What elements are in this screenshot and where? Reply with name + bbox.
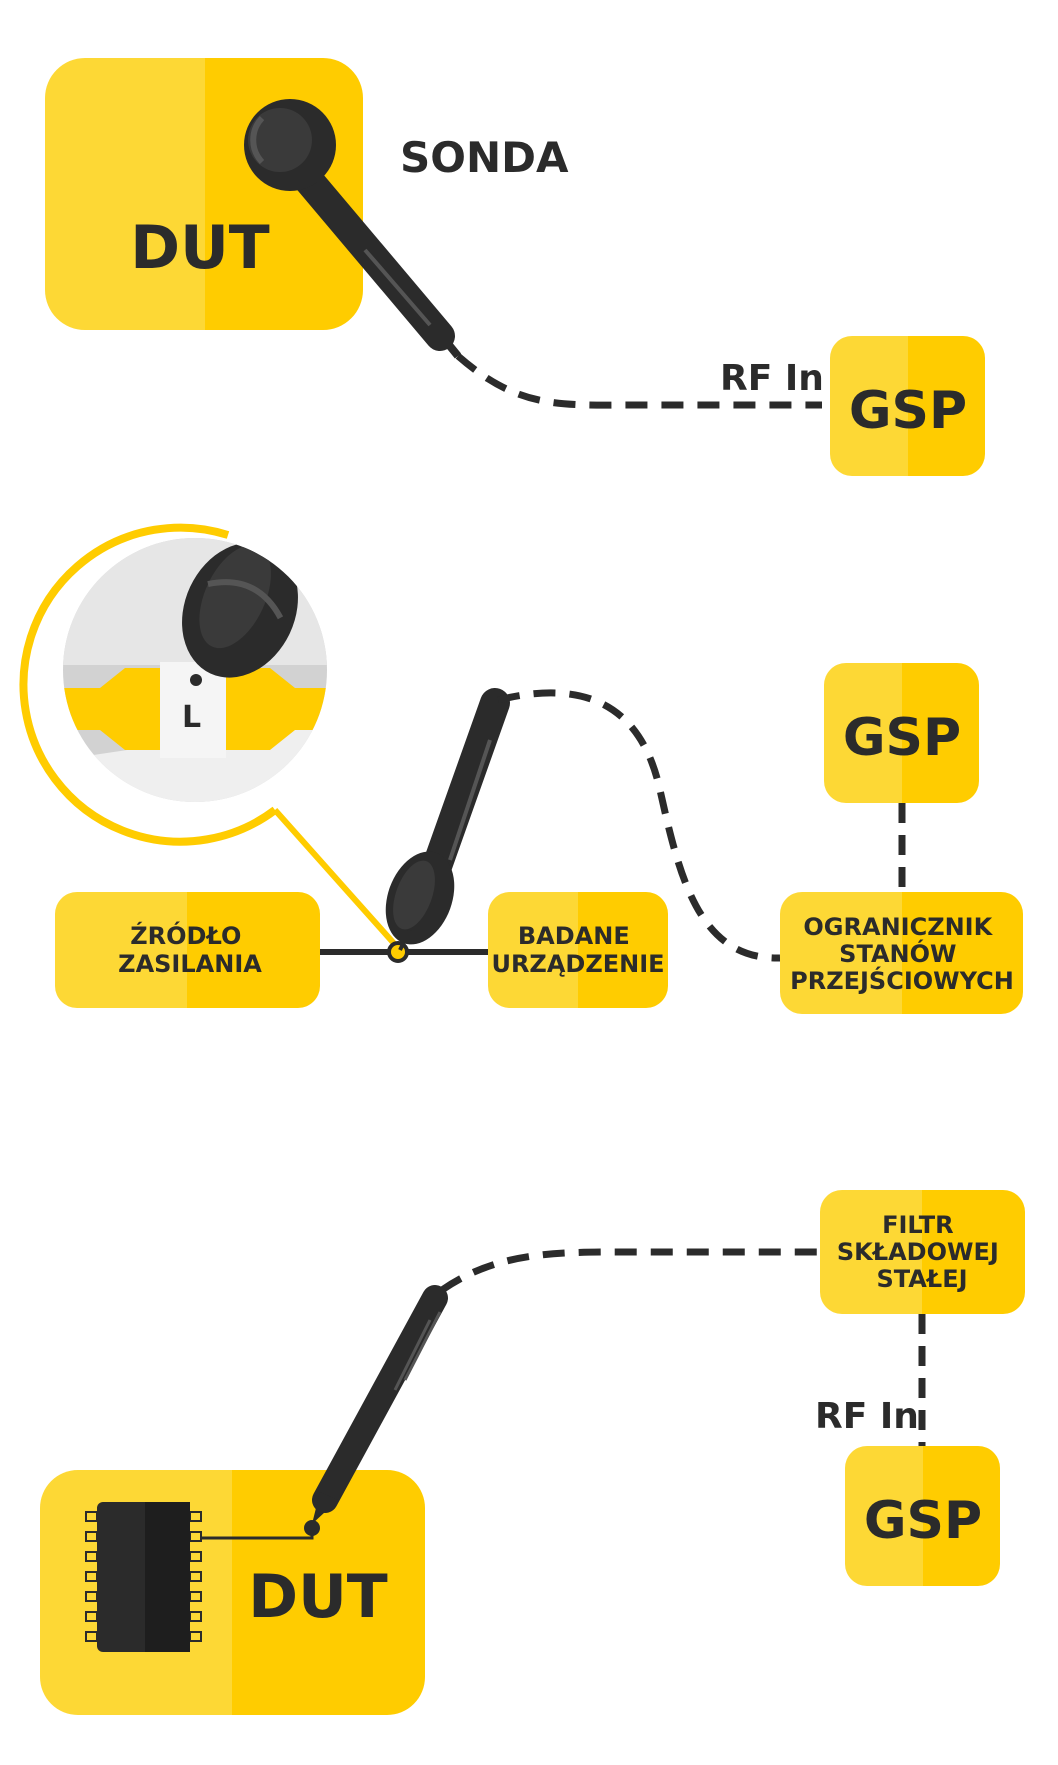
near-field-probe-1 [244,99,462,359]
gsp-label-3: GSP [864,1491,982,1551]
gsp-box-2: GSP [824,663,979,803]
magnifier-inset: L [19,523,401,950]
rf-in-label-1: RF In [720,358,824,399]
power-source-label: ŹRÓDŁO ZASILANIA [118,920,262,978]
ic-chip-icon [85,1502,202,1652]
probe-cable-3 [440,1248,820,1293]
device-label: BADANE URZĄDZENIE [491,922,664,978]
section-3-dc-block-filter: FILTR SKŁADOWEJ STAŁEJ RF In GSP [40,1190,1025,1715]
dc-filter-box: FILTR SKŁADOWEJ STAŁEJ [820,1190,1025,1314]
probe-label: SONDA [400,133,569,182]
power-source-box: ŹRÓDŁO ZASILANIA [55,892,320,1008]
transient-limiter-box: OGRANICZNIK STANÓW PRZEJŚCIOWYCH [780,892,1023,1014]
gsp-box-3: GSP [845,1446,1000,1586]
inductor-label: L [182,700,201,735]
gsp-box-1: GSP [830,336,985,476]
section-1-near-field-probe: DUT SONDA RF In GSP [45,58,985,476]
dut-label-2: DUT [248,1562,388,1632]
probe-cable-2 [497,689,781,962]
device-under-test-box: BADANE URZĄDZENIE [488,892,668,1008]
near-field-probe-2 [385,688,510,951]
dut-box-2: DUT [40,1470,425,1715]
dut-label-1: DUT [130,213,270,283]
gsp-label-2: GSP [843,708,961,768]
section-2-transient-limiter: L ŹRÓDŁO ZASILANIA [19,523,1023,1014]
gsp-label-1: GSP [849,381,967,441]
near-field-probe-3 [304,1285,448,1536]
dc-filter-label: FILTR SKŁADOWEJ STAŁEJ [837,1211,1007,1293]
limiter-label: OGRANICZNIK STANÓW PRZEJŚCIOWYCH [790,913,1014,995]
rf-in-label-2: RF In [815,1396,919,1437]
